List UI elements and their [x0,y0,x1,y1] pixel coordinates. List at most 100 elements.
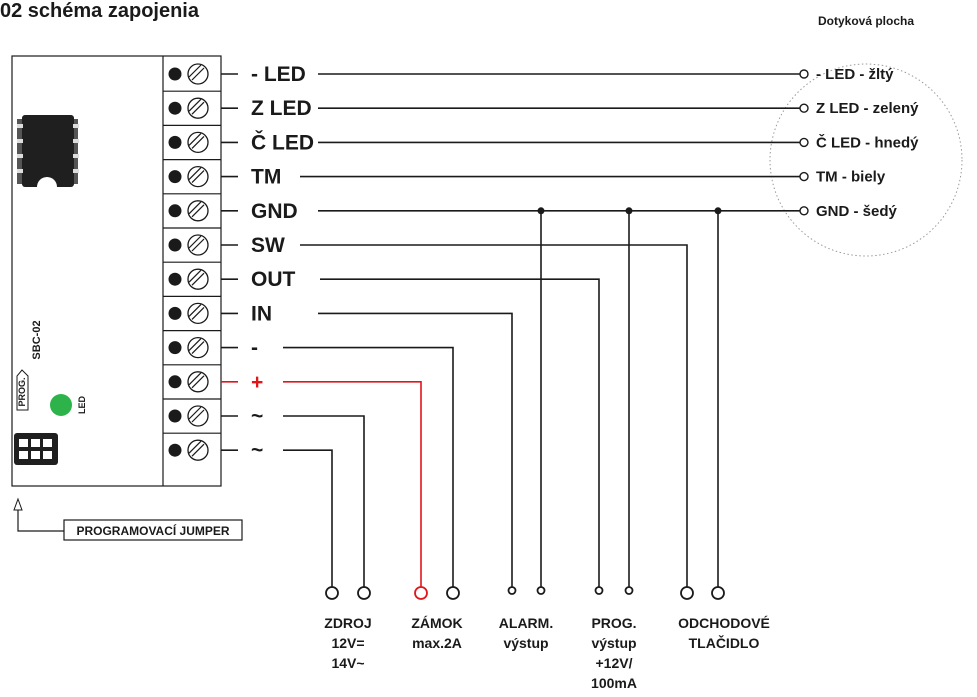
led-label: LED [77,395,87,414]
terminal-label-sym: + [251,371,263,394]
ac2-wire [283,449,333,587]
screw-slot [191,375,205,389]
panel-wire-label: TM - biely [816,169,886,186]
terminal-row-1: - LED [168,63,306,86]
group-label-prog: PROG.výstup+12V/100mA [591,615,637,691]
group-label-line: 14V~ [331,655,364,671]
terminal-row-6: SW [163,227,285,257]
panel-wire-label: GND - šedý [816,203,898,220]
screw-slot [188,269,202,283]
jumper-pointer [13,497,64,532]
panel-terminal-icon [799,69,809,79]
terminal-label-sym: ~ [251,405,263,428]
sw-wire [300,244,688,587]
junction-dot [537,207,545,215]
screw-slot [191,238,205,252]
screw-slot [191,306,205,320]
terminal-row-5: GND [163,193,298,223]
screw-slot [188,406,202,420]
terminal-label-sym: - [251,337,258,360]
group-label-line: 12V= [331,635,364,651]
connector-terminal-icon [446,586,460,600]
screw-slot [188,338,202,352]
terminal-row-2: Z LED [163,90,312,120]
terminal-hole-icon [168,135,182,149]
connector-terminal-icon [507,586,517,595]
terminal-label-gnd: GND [251,200,298,223]
screw-slot [188,64,202,78]
screw-slot [188,132,202,146]
panel-wire-label: Č LED - hnedý [816,133,919,151]
ac1-wire [283,415,365,587]
group-label-line: výstup [503,635,548,651]
group-label-zamok: ZÁMOK max.2A [411,615,462,651]
panel-terminal-icon [799,103,809,113]
screw-slot [188,98,202,112]
terminal-hole-icon [168,375,182,389]
terminal-label-sw: SW [251,234,285,257]
terminal-hole-icon [168,341,182,355]
prog-label: PROG. [17,377,27,406]
group-label-line: TLAČIDLO [689,634,760,651]
terminal-row-12: ~ [163,432,263,462]
out-wire [320,278,600,587]
terminal-label-led: - LED [251,63,306,86]
screw-slot [188,201,202,215]
screw-slot [191,170,205,184]
panel-terminal-icon [799,171,809,182]
junction-dot [714,207,722,215]
screw-slot [188,167,202,181]
status-led [50,394,72,416]
screw-slot [188,372,202,386]
connector-terminal-icon [536,586,546,595]
screw-slot [191,101,205,115]
group-label-alarm: ALARM. výstup [499,615,553,651]
terminal-row-11: ~ [163,398,263,428]
terminal-hole-icon [168,101,182,115]
screw-slot [191,443,205,457]
terminal-hole-icon [168,67,182,81]
group-label-line: ALARM. [499,615,553,631]
terminal-label-in: IN [251,302,272,325]
screw-slot [191,204,205,218]
jumper-label-box [63,519,243,541]
wires [283,73,800,587]
diagram-title: 02 schéma zapojenia [0,0,199,22]
group-label-line: PROG. [591,615,636,631]
terminal-row-8: IN [163,295,272,325]
group-label-line: výstup [591,635,636,651]
terminal-label-tm: TM [251,166,281,189]
ic-chip [17,115,79,187]
terminal-row-10: + [163,364,263,394]
terminal-hole-icon [168,306,182,320]
jumper-label: PROGRAMOVACÍ JUMPER [76,523,229,538]
terminal-row-4: TM [163,159,281,189]
connector-terminal-icon [325,586,339,600]
terminal-row-7: OUT [163,261,296,291]
group-label-line: max.2A [412,635,462,651]
terminal-hole-icon [168,204,182,218]
screw-slot [188,235,202,249]
terminal-hole-icon [168,443,182,457]
screw-slot [191,135,205,149]
connector-terminal-icon [414,586,428,600]
plus-wire [283,381,422,587]
touch-panel-outline [769,63,963,257]
connector-terminal-icon [594,586,604,595]
screw-slot [191,341,205,355]
in-wire [318,312,513,587]
screw-slot [188,440,202,454]
terminal-label-led: Č LED [251,130,314,154]
group-label-line: +12V/ [596,655,633,671]
board-label: SBC-02 [31,320,43,359]
terminal-label-out: OUT [251,268,296,291]
terminal-block: - LED Z LED Č LED TM GND SW OUT IN - + ~ ~ [163,63,314,462]
group-label-line: ZÁMOK [411,615,462,631]
junction-dot [625,207,633,215]
terminal-hole-icon [168,170,182,184]
programming-jumper [14,433,58,465]
